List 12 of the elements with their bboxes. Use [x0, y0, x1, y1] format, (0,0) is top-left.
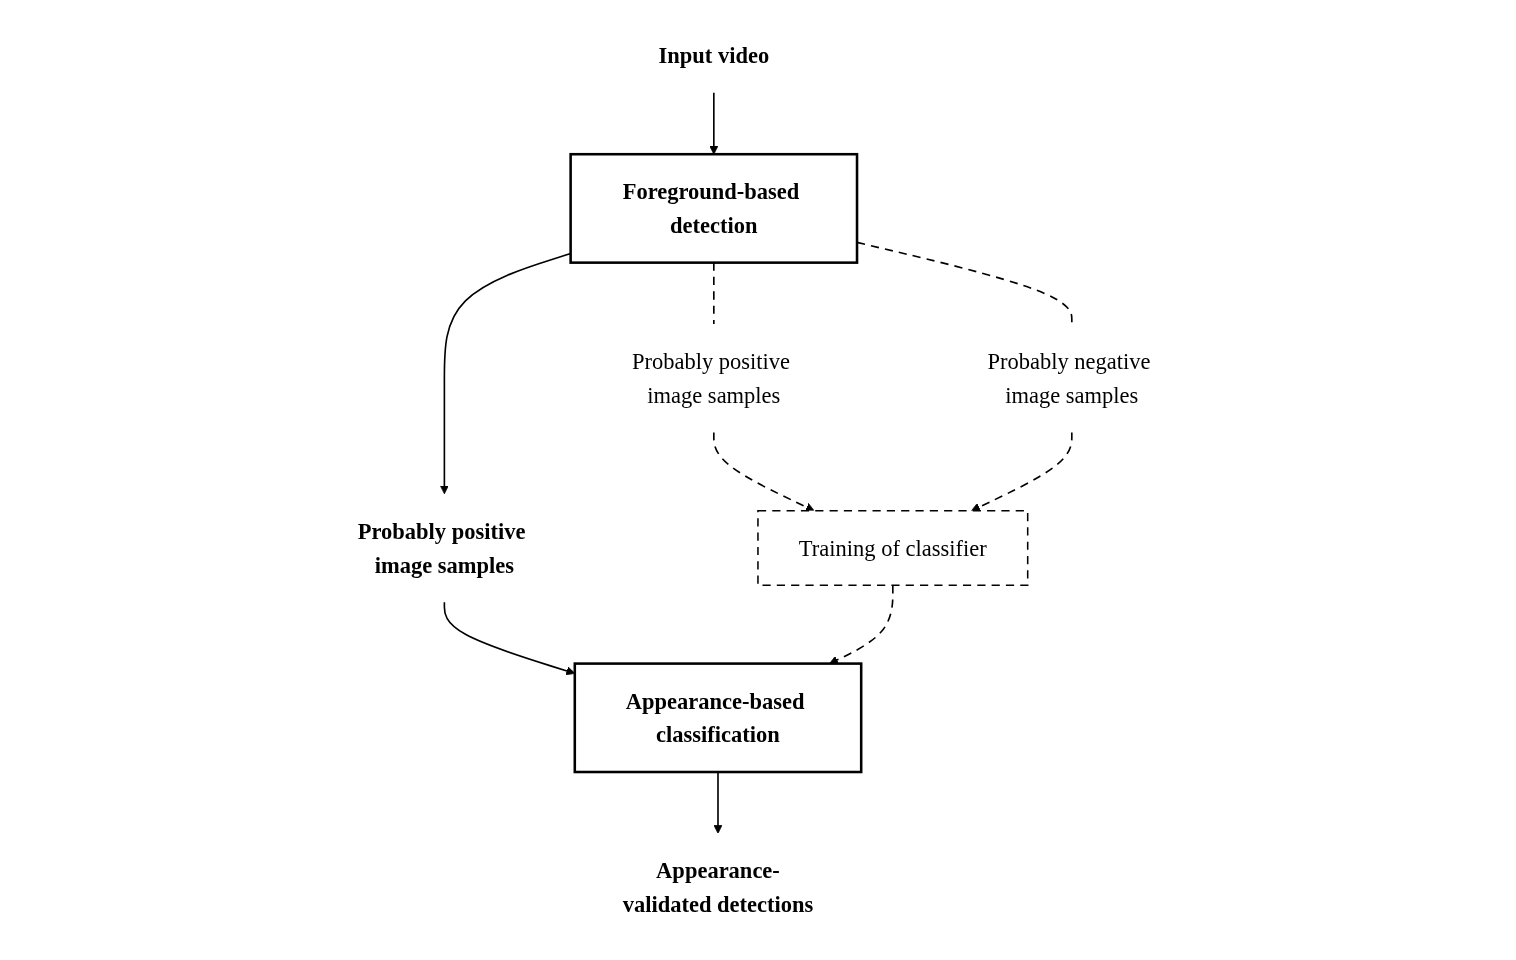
arrow: [712, 431, 815, 512]
node-text: Probably positive image samples: [631, 348, 790, 408]
node-text: Appearance-validated detections: [622, 857, 814, 918]
node-text: Probably negative image samples: [987, 348, 1151, 408]
node-box: Foreground-based detection: [569, 152, 859, 264]
arrow: [709, 92, 719, 155]
node-text: Input video: [658, 42, 770, 69]
node-box: Appearance-based classification: [573, 662, 863, 774]
arrow: [971, 431, 1073, 512]
connector: [856, 241, 1073, 325]
node-box: Training of classifier: [757, 509, 1029, 587]
node-text: Probably positive image samples: [357, 518, 526, 578]
